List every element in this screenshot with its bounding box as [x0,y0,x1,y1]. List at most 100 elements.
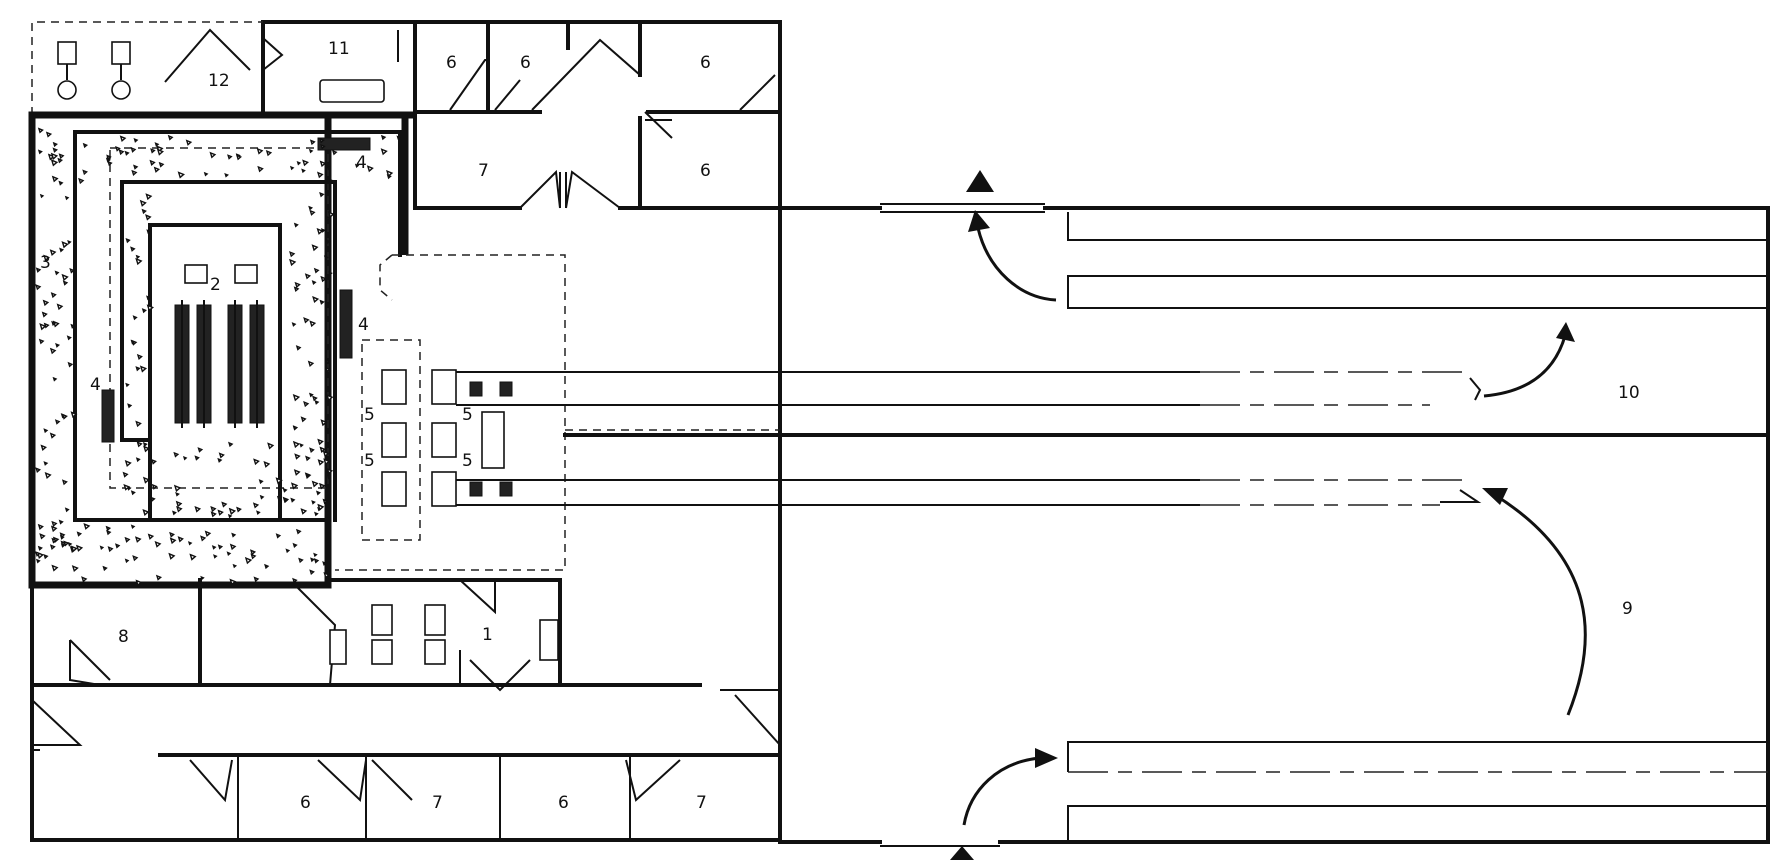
gravel-stone [49,347,57,355]
gravel-stone [252,502,260,509]
gravel-stone [70,323,76,329]
gravel-stone [203,171,209,177]
gravel-stone [150,148,156,154]
label-room-7c: 7 [696,793,707,813]
gravel-stone [38,338,45,345]
gravel-stone [305,472,311,478]
gravel-stone [204,530,212,538]
gravel-stone [43,461,49,466]
gravel-stone [135,366,141,372]
gravel-stone [130,146,137,153]
label-room-12: 12 [208,71,230,91]
gravel-stone [168,552,176,560]
gravel-stone [275,533,282,539]
gravel-stone [125,382,130,388]
gravel-stone [133,164,139,170]
gravel-stone [323,572,331,579]
gravel-stone [118,149,125,156]
gravel-stone [150,496,156,502]
gravel-stone [313,558,320,564]
gravel-stone [354,163,360,169]
gravel-stone [50,525,58,533]
gravel-stone [34,551,41,557]
gravel-stone [263,461,271,468]
gravel-stone [265,149,273,157]
gravel-stone [231,532,237,538]
label-room-7b: 7 [432,793,443,813]
gravel-stone [194,455,200,461]
gravel-stone [293,286,300,293]
label-room-5c: 5 [364,451,375,471]
gravel-stone [290,497,296,503]
gravel-stone [135,579,143,587]
gravel-stone [298,557,304,564]
gravel-stone [322,498,329,505]
label-room-11: 11 [328,39,350,59]
gravel-stone [66,335,72,341]
label-room-5b: 5 [462,405,473,425]
gravel-stone [76,531,83,537]
gravel-stone [59,535,65,540]
gravel-stone [303,317,310,324]
gravel-stone [124,150,130,156]
gravel-stone [210,511,217,518]
gravel-stone [319,299,325,305]
gravel-stone [396,135,401,140]
gravel-stone [134,536,142,543]
gravel-stone [232,563,238,569]
gravel-stone [60,543,66,548]
gravel-stone [218,452,225,459]
gravel-stone [71,565,79,573]
gravel-stone [143,445,150,453]
gravel-stone [61,273,69,282]
gravel-stone [256,510,261,515]
gravel-stone [324,366,331,373]
gravel-stone [289,165,295,171]
gravel-stone [185,139,193,146]
gravel-stone [125,237,131,244]
loading-area [335,254,566,571]
gravel-stone [54,270,60,276]
label-room-1: 1 [482,625,493,645]
gravel-stone [319,137,325,144]
gravel-stone [283,498,289,504]
gravel-stone [173,484,182,493]
gravel-stone [122,471,129,478]
gravel-stone [131,169,138,176]
gravel-stone [177,171,185,179]
gravel-stone [69,267,76,274]
gravel-stone [221,501,228,508]
gravel-stone [313,552,318,558]
gravel-stone [325,359,331,365]
gravel-stone [322,450,330,458]
gravel-stone [61,241,69,249]
gravel-stone [145,214,152,221]
gravel-stone [58,180,64,186]
gravel-stone [75,544,84,552]
label-room-8: 8 [118,627,129,647]
gravel-stone [256,147,264,155]
room-11 [262,30,399,103]
gravel-stone [62,280,69,286]
gravel-stone [217,457,223,463]
outdoor-yard [31,21,263,115]
gravel-stone [275,477,283,485]
gravel-stone [316,227,324,235]
gravel-stone [107,160,113,167]
gravel-texture [34,127,401,587]
gravel-stone [123,483,131,491]
gravel-stone [175,491,180,497]
exterior-walls [30,20,1770,847]
gravel-stone [52,141,58,148]
gravel-stone [326,474,332,480]
gravel-stone [301,168,306,174]
gravel-stone [295,345,302,351]
gravel-stone [40,444,47,451]
gravel-stone [386,169,394,178]
gravel-stone [313,267,320,274]
gravel-stone [258,479,264,485]
gravel-stone [325,215,331,221]
gravel-stone [307,360,315,368]
gravel-stone [244,556,253,565]
